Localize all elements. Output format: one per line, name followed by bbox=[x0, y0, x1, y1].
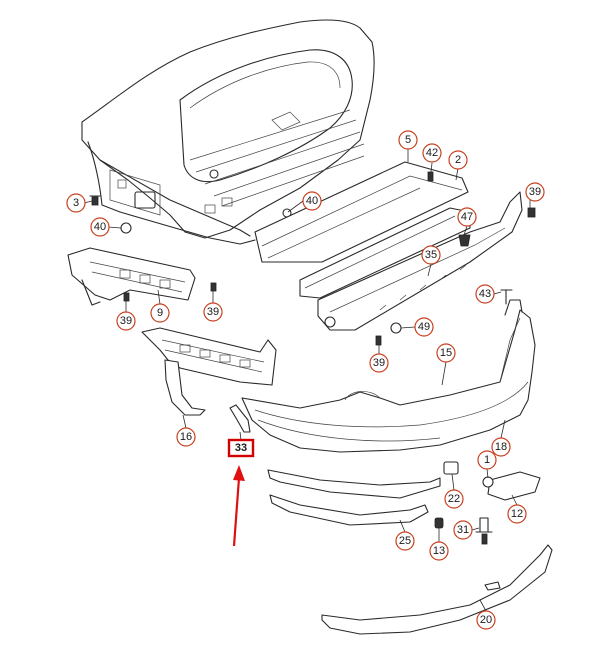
callout-label: 39 bbox=[207, 306, 219, 318]
callout-label: 15 bbox=[440, 347, 452, 359]
car-body-rear bbox=[81, 19, 375, 245]
callout-label: 35 bbox=[425, 249, 437, 261]
callout-label: 47 bbox=[461, 211, 473, 223]
highlight-callout-33[interactable]: 33 bbox=[227, 431, 255, 458]
callout-ring bbox=[525, 182, 545, 202]
callout-ring bbox=[448, 150, 468, 170]
lower-trim-strips bbox=[267, 469, 553, 635]
callout-39[interactable]: 39 bbox=[369, 353, 389, 373]
callout-ring bbox=[90, 217, 110, 237]
callout-label: 25 bbox=[399, 535, 411, 547]
callout-label: 31 bbox=[457, 524, 469, 536]
callout-label: 20 bbox=[480, 614, 492, 626]
fasteners bbox=[89, 171, 536, 545]
callout-label: 13 bbox=[433, 545, 445, 557]
callout-label: 12 bbox=[511, 508, 523, 520]
callout-13[interactable]: 13 bbox=[429, 541, 449, 561]
impact-bar bbox=[254, 161, 471, 299]
callout-ring bbox=[475, 284, 495, 304]
callout-ring bbox=[176, 427, 196, 447]
callout-ring bbox=[491, 437, 511, 457]
callout-label: 9 bbox=[157, 307, 163, 319]
highlight-label: 33 bbox=[235, 442, 247, 454]
callout-ring bbox=[457, 207, 477, 227]
callout-39[interactable]: 39 bbox=[203, 302, 223, 322]
callout-ring bbox=[398, 130, 418, 150]
callout-ring bbox=[150, 303, 170, 323]
callout-label: 1 bbox=[484, 454, 490, 466]
callout-label: 39 bbox=[373, 357, 385, 369]
callout-1[interactable]: 1 bbox=[477, 450, 497, 470]
callout-layer: 5 42 2 39 3 40 40 47 35 43 39 9 39 49 39 15 16 18 1 22 12 31 2… bbox=[66, 130, 545, 630]
highlight-box bbox=[227, 438, 255, 458]
reflector-trim-33 bbox=[229, 404, 251, 433]
callout-ring bbox=[429, 541, 449, 561]
callout-label: 5 bbox=[405, 134, 411, 146]
callout-label: 3 bbox=[73, 197, 79, 209]
callout-9[interactable]: 9 bbox=[150, 303, 170, 323]
leader-lines bbox=[83, 148, 531, 612]
callout-label: 39 bbox=[529, 186, 541, 198]
callout-18[interactable]: 18 bbox=[491, 437, 511, 457]
callout-2[interactable]: 2 bbox=[448, 150, 468, 170]
callout-25[interactable]: 25 bbox=[395, 531, 415, 551]
callout-40[interactable]: 40 bbox=[302, 191, 322, 211]
callout-20[interactable]: 20 bbox=[476, 610, 496, 630]
callout-label: 2 bbox=[455, 154, 461, 166]
bumper-cover bbox=[241, 299, 536, 453]
callout-ring bbox=[395, 531, 415, 551]
callout-label: 49 bbox=[418, 321, 430, 333]
callout-label: 42 bbox=[426, 147, 438, 159]
callout-label: 22 bbox=[448, 493, 460, 505]
callout-16[interactable]: 16 bbox=[176, 427, 196, 447]
callout-ring bbox=[444, 489, 464, 509]
callout-43[interactable]: 43 bbox=[475, 284, 495, 304]
callout-35[interactable]: 35 bbox=[421, 245, 441, 265]
callout-ring bbox=[436, 343, 456, 363]
callout-label: 18 bbox=[495, 441, 507, 453]
callout-ring bbox=[203, 302, 223, 322]
callout-40[interactable]: 40 bbox=[90, 217, 110, 237]
callout-ring bbox=[421, 245, 441, 265]
callout-ring bbox=[453, 520, 473, 540]
callout-5[interactable]: 5 bbox=[398, 130, 418, 150]
callout-31[interactable]: 31 bbox=[453, 520, 473, 540]
callout-12[interactable]: 12 bbox=[507, 504, 527, 524]
callout-ring bbox=[116, 311, 136, 331]
callout-39[interactable]: 39 bbox=[525, 182, 545, 202]
callout-15[interactable]: 15 bbox=[436, 343, 456, 363]
callout-3[interactable]: 3 bbox=[66, 193, 86, 213]
callout-label: 43 bbox=[479, 288, 491, 300]
red-pointer-arrow bbox=[232, 465, 245, 547]
callout-ring bbox=[507, 504, 527, 524]
callout-ring bbox=[66, 193, 86, 213]
callout-label: 40 bbox=[94, 221, 106, 233]
bracket-12 bbox=[487, 471, 541, 501]
callout-ring bbox=[422, 143, 442, 163]
mounting-strip bbox=[317, 191, 523, 331]
callout-ring bbox=[414, 317, 434, 337]
callout-ring bbox=[476, 610, 496, 630]
callout-39[interactable]: 39 bbox=[116, 311, 136, 331]
callout-49[interactable]: 49 bbox=[414, 317, 434, 337]
callout-label: 40 bbox=[306, 195, 318, 207]
lower-bracket bbox=[141, 327, 277, 416]
left-side-guide bbox=[67, 247, 196, 306]
callout-ring bbox=[302, 191, 322, 211]
callout-22[interactable]: 22 bbox=[444, 489, 464, 509]
callout-label: 16 bbox=[180, 431, 192, 443]
callout-42[interactable]: 42 bbox=[422, 143, 442, 163]
callout-ring bbox=[369, 353, 389, 373]
callout-label: 39 bbox=[120, 315, 132, 327]
callout-ring bbox=[477, 450, 497, 470]
callout-47[interactable]: 47 bbox=[457, 207, 477, 227]
